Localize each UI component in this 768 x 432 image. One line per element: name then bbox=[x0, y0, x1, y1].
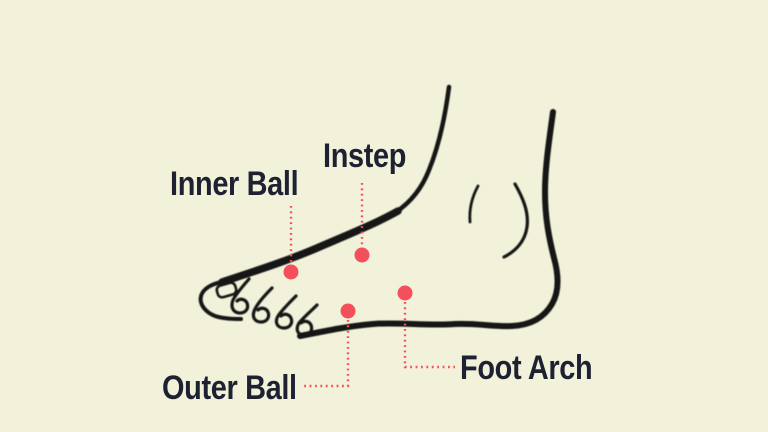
markers-group bbox=[283, 247, 413, 319]
achilles-curve-line bbox=[502, 182, 529, 259]
big-toe-outline bbox=[198, 280, 243, 321]
marker-foot-arch bbox=[397, 285, 413, 301]
foot-arch-leader-line bbox=[403, 302, 455, 369]
label-foot-arch: Foot Arch bbox=[460, 349, 593, 387]
marker-outer-ball bbox=[340, 303, 356, 319]
shin-front-line bbox=[393, 84, 452, 215]
label-inner-ball: Inner Ball bbox=[170, 165, 299, 203]
outer-ball-leader-line bbox=[304, 320, 350, 388]
marker-instep bbox=[354, 247, 370, 263]
label-outer-ball: Outer Ball bbox=[162, 369, 297, 407]
label-instep: Instep bbox=[323, 137, 407, 175]
ankle-crease-line bbox=[468, 184, 480, 224]
instep-top-line bbox=[218, 207, 402, 286]
heel-sole-line bbox=[297, 109, 561, 339]
foot-outline-group bbox=[198, 84, 561, 339]
toe4-outline bbox=[274, 294, 298, 330]
toe3-outline bbox=[251, 286, 274, 324]
marker-inner-ball bbox=[283, 264, 299, 280]
leader-lines-group bbox=[289, 183, 455, 388]
big-toenail bbox=[215, 281, 238, 299]
toe2-outline bbox=[230, 277, 251, 315]
